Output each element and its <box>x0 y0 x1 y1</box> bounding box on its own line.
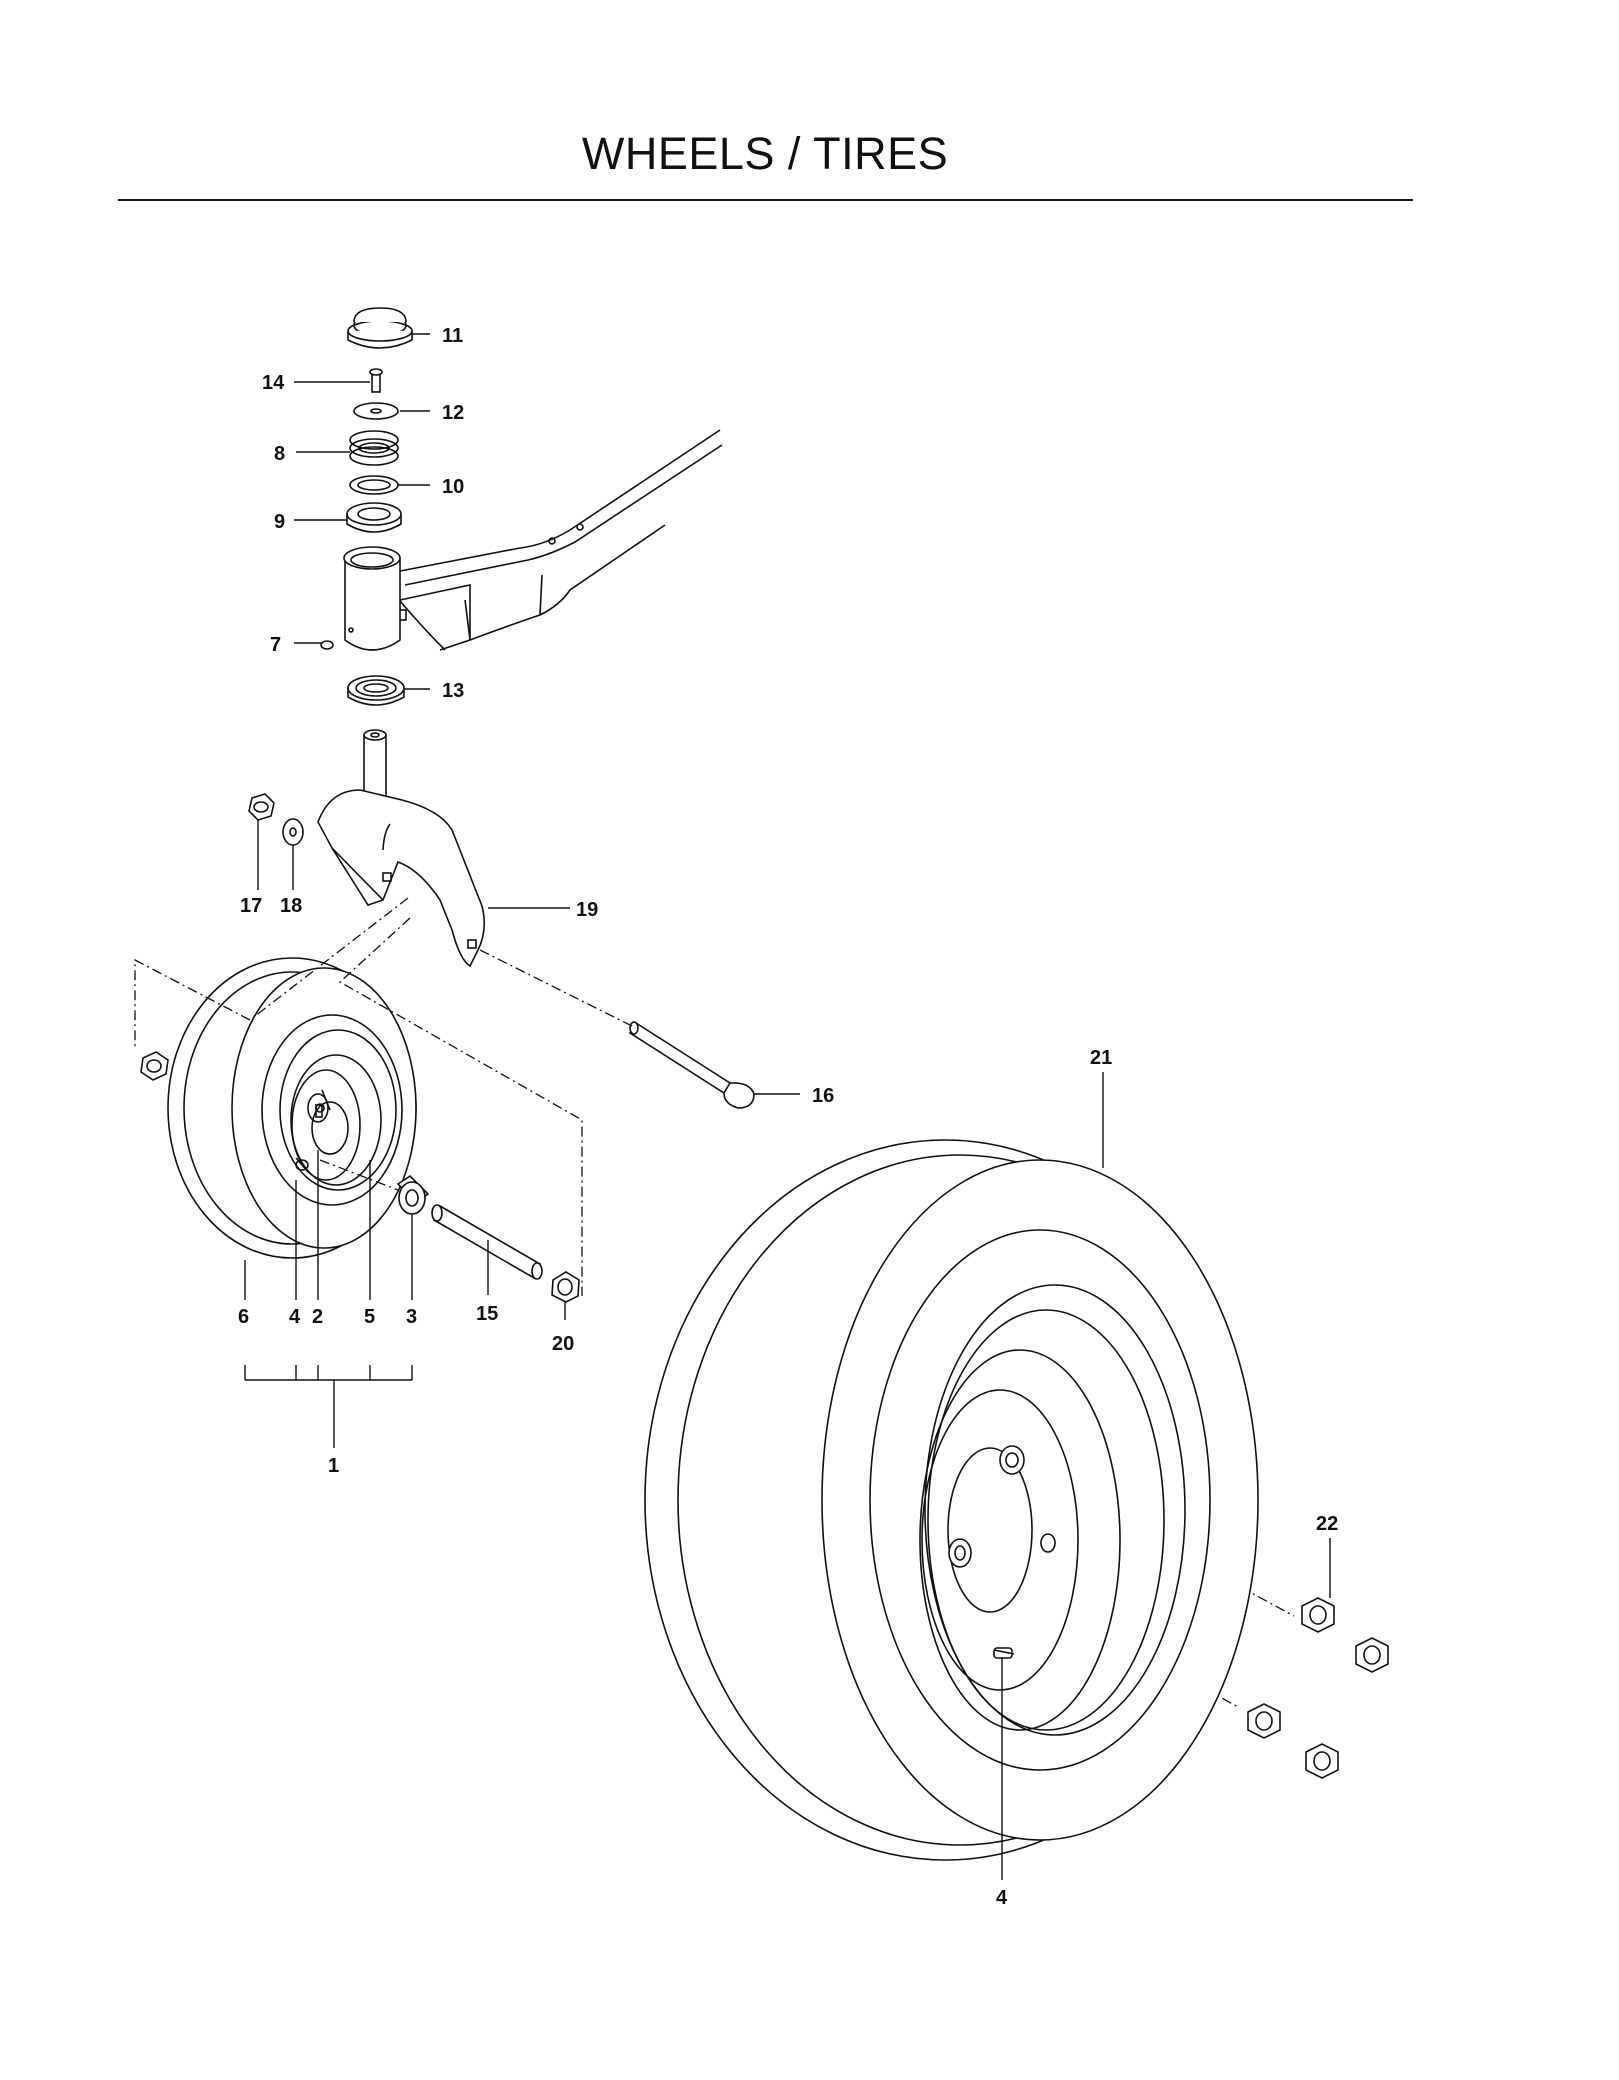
axle-nut <box>551 1271 580 1303</box>
caster-stack <box>346 307 413 533</box>
callout-11: 11 <box>442 325 463 347</box>
axle-bolt <box>628 1021 755 1109</box>
callout-12: 12 <box>442 402 464 424</box>
lug-nuts <box>1247 1597 1389 1779</box>
leader-lines <box>244 333 1331 1880</box>
callout-2: 2 <box>312 1306 323 1328</box>
title-divider <box>118 199 1413 201</box>
callout-21: 21 <box>1090 1047 1112 1069</box>
callout-15: 15 <box>476 1303 498 1325</box>
frame-arm <box>394 429 723 651</box>
callout-14: 14 <box>262 372 285 394</box>
axle-tube <box>431 1204 543 1280</box>
callout-4-caster: 4 <box>289 1306 301 1328</box>
callout-18: 18 <box>280 895 302 917</box>
set-screw <box>320 640 334 650</box>
caster-wheel <box>167 957 417 1259</box>
spacer <box>396 1174 430 1215</box>
page-title: WHEELS / TIRES <box>581 128 949 179</box>
callout-5: 5 <box>364 1306 375 1328</box>
callout-3: 3 <box>406 1306 417 1328</box>
caster-tube <box>343 546 401 651</box>
callout-7: 7 <box>270 634 281 656</box>
callout-10: 10 <box>442 476 464 498</box>
callout-9: 9 <box>274 511 285 533</box>
callout-16: 16 <box>812 1085 834 1107</box>
callout-labels: 11 14 12 8 10 9 7 13 17 18 19 16 21 6 4 … <box>238 325 1338 1909</box>
callout-1: 1 <box>328 1455 339 1477</box>
drive-wheel <box>644 1139 1259 1861</box>
callout-8: 8 <box>274 443 285 465</box>
callout-20: 20 <box>552 1333 574 1355</box>
callout-19: 19 <box>576 899 598 921</box>
callout-6: 6 <box>238 1306 249 1328</box>
callout-4-wheel: 4 <box>996 1887 1008 1909</box>
caster-fork <box>317 729 486 968</box>
wheel-nut-left <box>140 1051 169 1081</box>
callout-22: 22 <box>1316 1513 1338 1535</box>
lower-bearing <box>347 675 405 706</box>
callout-17: 17 <box>240 895 262 917</box>
callout-13: 13 <box>442 680 464 702</box>
nut-and-washer <box>248 793 304 846</box>
